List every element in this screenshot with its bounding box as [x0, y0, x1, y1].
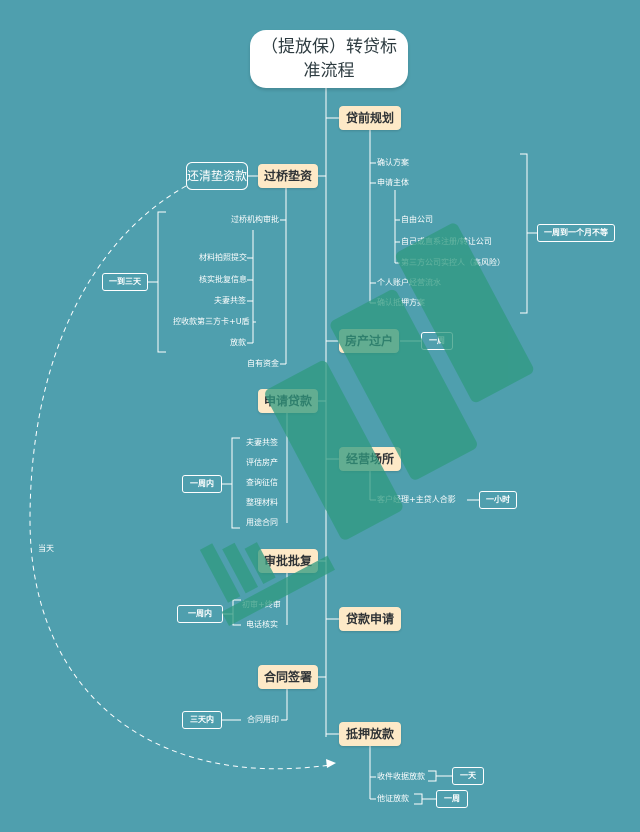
plan-item: 自由公司: [401, 215, 433, 224]
bridge-item: 材料拍照提交: [199, 253, 247, 262]
bridge-item: 核实批复信息: [199, 275, 247, 284]
step-bridge[interactable]: 过桥垫资: [258, 164, 318, 188]
step-plan[interactable]: 贷前规划: [339, 106, 401, 130]
same-day-label: 当天: [38, 544, 54, 553]
sign-item: 合同用印: [247, 715, 279, 724]
duration-tag-plan: 一周到一个月不等: [537, 224, 615, 242]
duration-tag-site: 一小时: [479, 491, 517, 509]
step-apply-loan[interactable]: 申请贷款: [258, 389, 318, 413]
duration-tag-mortgage-2: 一周: [436, 790, 468, 808]
bridge-item: 控收款第三方卡+U盾: [173, 317, 250, 326]
step-approve[interactable]: 审批批复: [258, 549, 318, 573]
bridge-item: 放款: [230, 338, 246, 347]
step-mortgage[interactable]: 抵押放款: [339, 722, 401, 746]
plan-item: 自己或直系注册/转让公司: [401, 237, 492, 246]
bridge-item: 夫妻共签: [214, 296, 246, 305]
plan-item: 个人账户经营流水: [377, 278, 441, 287]
apply-item: 用途合同: [246, 518, 278, 527]
duration-tag-transfer: 一周: [421, 332, 453, 350]
plan-item: 第三方公司实控人（高风险）: [401, 258, 505, 267]
apply-item: 评估房产: [246, 458, 278, 467]
site-item: 客户经理+主贷人合影: [377, 495, 456, 504]
duration-tag-approve: 一周内: [177, 605, 223, 623]
step-loan-apply[interactable]: 贷款申请: [339, 607, 401, 631]
bridge-item: 自有资金: [247, 359, 279, 368]
apply-item: 整理材料: [246, 498, 278, 507]
step-transfer[interactable]: 房产过户: [339, 329, 399, 353]
approve-item: 初审+终审: [242, 600, 281, 609]
duration-tag-bridge: 一到三天: [102, 273, 148, 291]
duration-tag-apply: 一周内: [182, 475, 222, 493]
mortgage-item: 他证放款: [377, 794, 409, 803]
apply-item: 查询征信: [246, 478, 278, 487]
plan-item: 确认抵押方案: [377, 298, 425, 307]
step-site[interactable]: 经营场所: [339, 447, 401, 471]
step-sign[interactable]: 合同签署: [258, 665, 318, 689]
flow-title: （提放保）转贷标准流程: [250, 30, 408, 88]
duration-tag-mortgage-1: 一天: [452, 767, 484, 785]
duration-tag-sign: 三天内: [182, 711, 222, 729]
plan-item: 申请主体: [377, 178, 409, 187]
plan-item: 确认方案: [377, 158, 409, 167]
approve-item: 电话核实: [246, 620, 278, 629]
mortgage-item: 收件收据放款: [377, 772, 425, 781]
apply-item: 夫妻共签: [246, 438, 278, 447]
repay-advance-box[interactable]: 还清垫资款: [186, 162, 248, 190]
bridge-item: 过桥机构审批: [231, 215, 279, 224]
